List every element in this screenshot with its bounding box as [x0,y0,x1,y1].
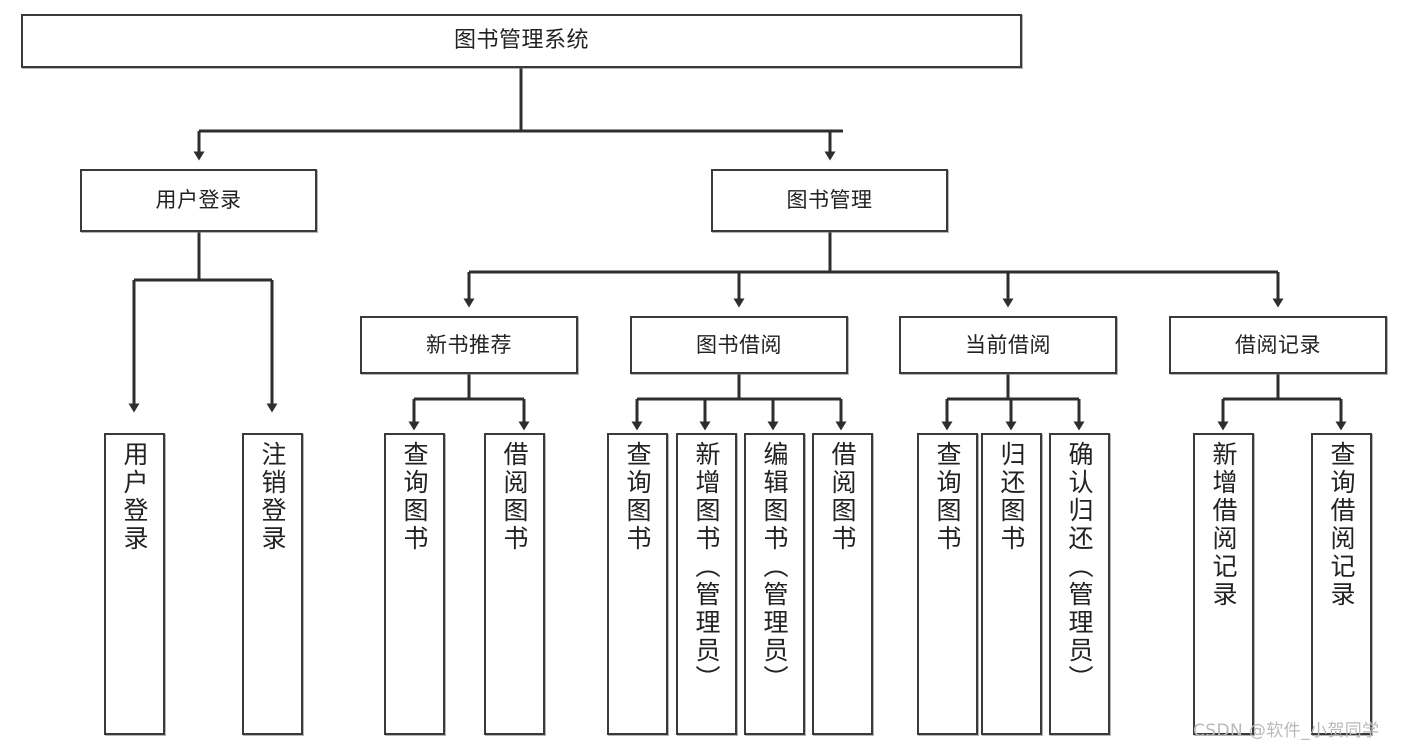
leaf-book-borrow-add-admin[interactable]: 新增图书（管理员） [676,433,737,735]
leaf-current-borrow-return[interactable]: 归还图书 [981,433,1042,735]
leaf-new-book-query[interactable]: 查询图书 [384,433,445,735]
node-label: 查询图书 [623,441,652,553]
node-book-borrow[interactable]: 图书借阅 [630,316,848,374]
node-new-book-recommend[interactable]: 新书推荐 [360,316,578,374]
node-label: 查询图书 [933,441,962,553]
leaf-new-book-borrow[interactable]: 借阅图书 [484,433,545,735]
node-label: 图书管理系统 [453,28,589,53]
node-book-management[interactable]: 图书管理 [711,169,948,232]
node-user-login[interactable]: 用户登录 [80,169,317,232]
leaf-user-login-login[interactable]: 用户登录 [104,433,165,735]
node-label: 图书管理 [786,188,873,212]
node-label: 图书借阅 [696,332,782,357]
node-label: 确认归还（管理员） [1065,441,1094,693]
leaf-borrow-record-query[interactable]: 查询借阅记录 [1311,433,1372,735]
node-label: 用户登录 [155,188,242,212]
leaf-current-borrow-confirm-admin[interactable]: 确认归还（管理员） [1049,433,1110,735]
leaf-book-borrow-edit-admin[interactable]: 编辑图书（管理员） [744,433,805,735]
node-label: 借阅记录 [1235,332,1321,357]
node-label: 归还图书 [997,441,1026,553]
leaf-borrow-record-add[interactable]: 新增借阅记录 [1193,433,1254,735]
leaf-current-borrow-query[interactable]: 查询图书 [917,433,978,735]
node-current-borrow[interactable]: 当前借阅 [899,316,1117,374]
node-label: 新增图书（管理员） [692,441,721,693]
node-label: 用户登录 [120,441,149,553]
leaf-book-borrow-query[interactable]: 查询图书 [607,433,668,735]
node-borrow-record[interactable]: 借阅记录 [1169,316,1387,374]
node-label: 新增借阅记录 [1209,441,1238,609]
node-label: 注销登录 [258,441,287,553]
node-label: 查询图书 [400,441,429,553]
node-label: 查询借阅记录 [1327,441,1356,609]
leaf-book-borrow-borrow[interactable]: 借阅图书 [812,433,873,735]
node-label: 当前借阅 [965,332,1051,357]
csdn-watermark: CSDN @软件_小贺同学 [1193,721,1380,741]
node-root-system[interactable]: 图书管理系统 [21,14,1022,68]
leaf-user-login-logout[interactable]: 注销登录 [242,433,303,735]
node-label: 编辑图书（管理员） [760,441,789,693]
node-label: 借阅图书 [828,441,857,553]
node-label: 新书推荐 [426,332,512,357]
node-label: 借阅图书 [500,441,529,553]
